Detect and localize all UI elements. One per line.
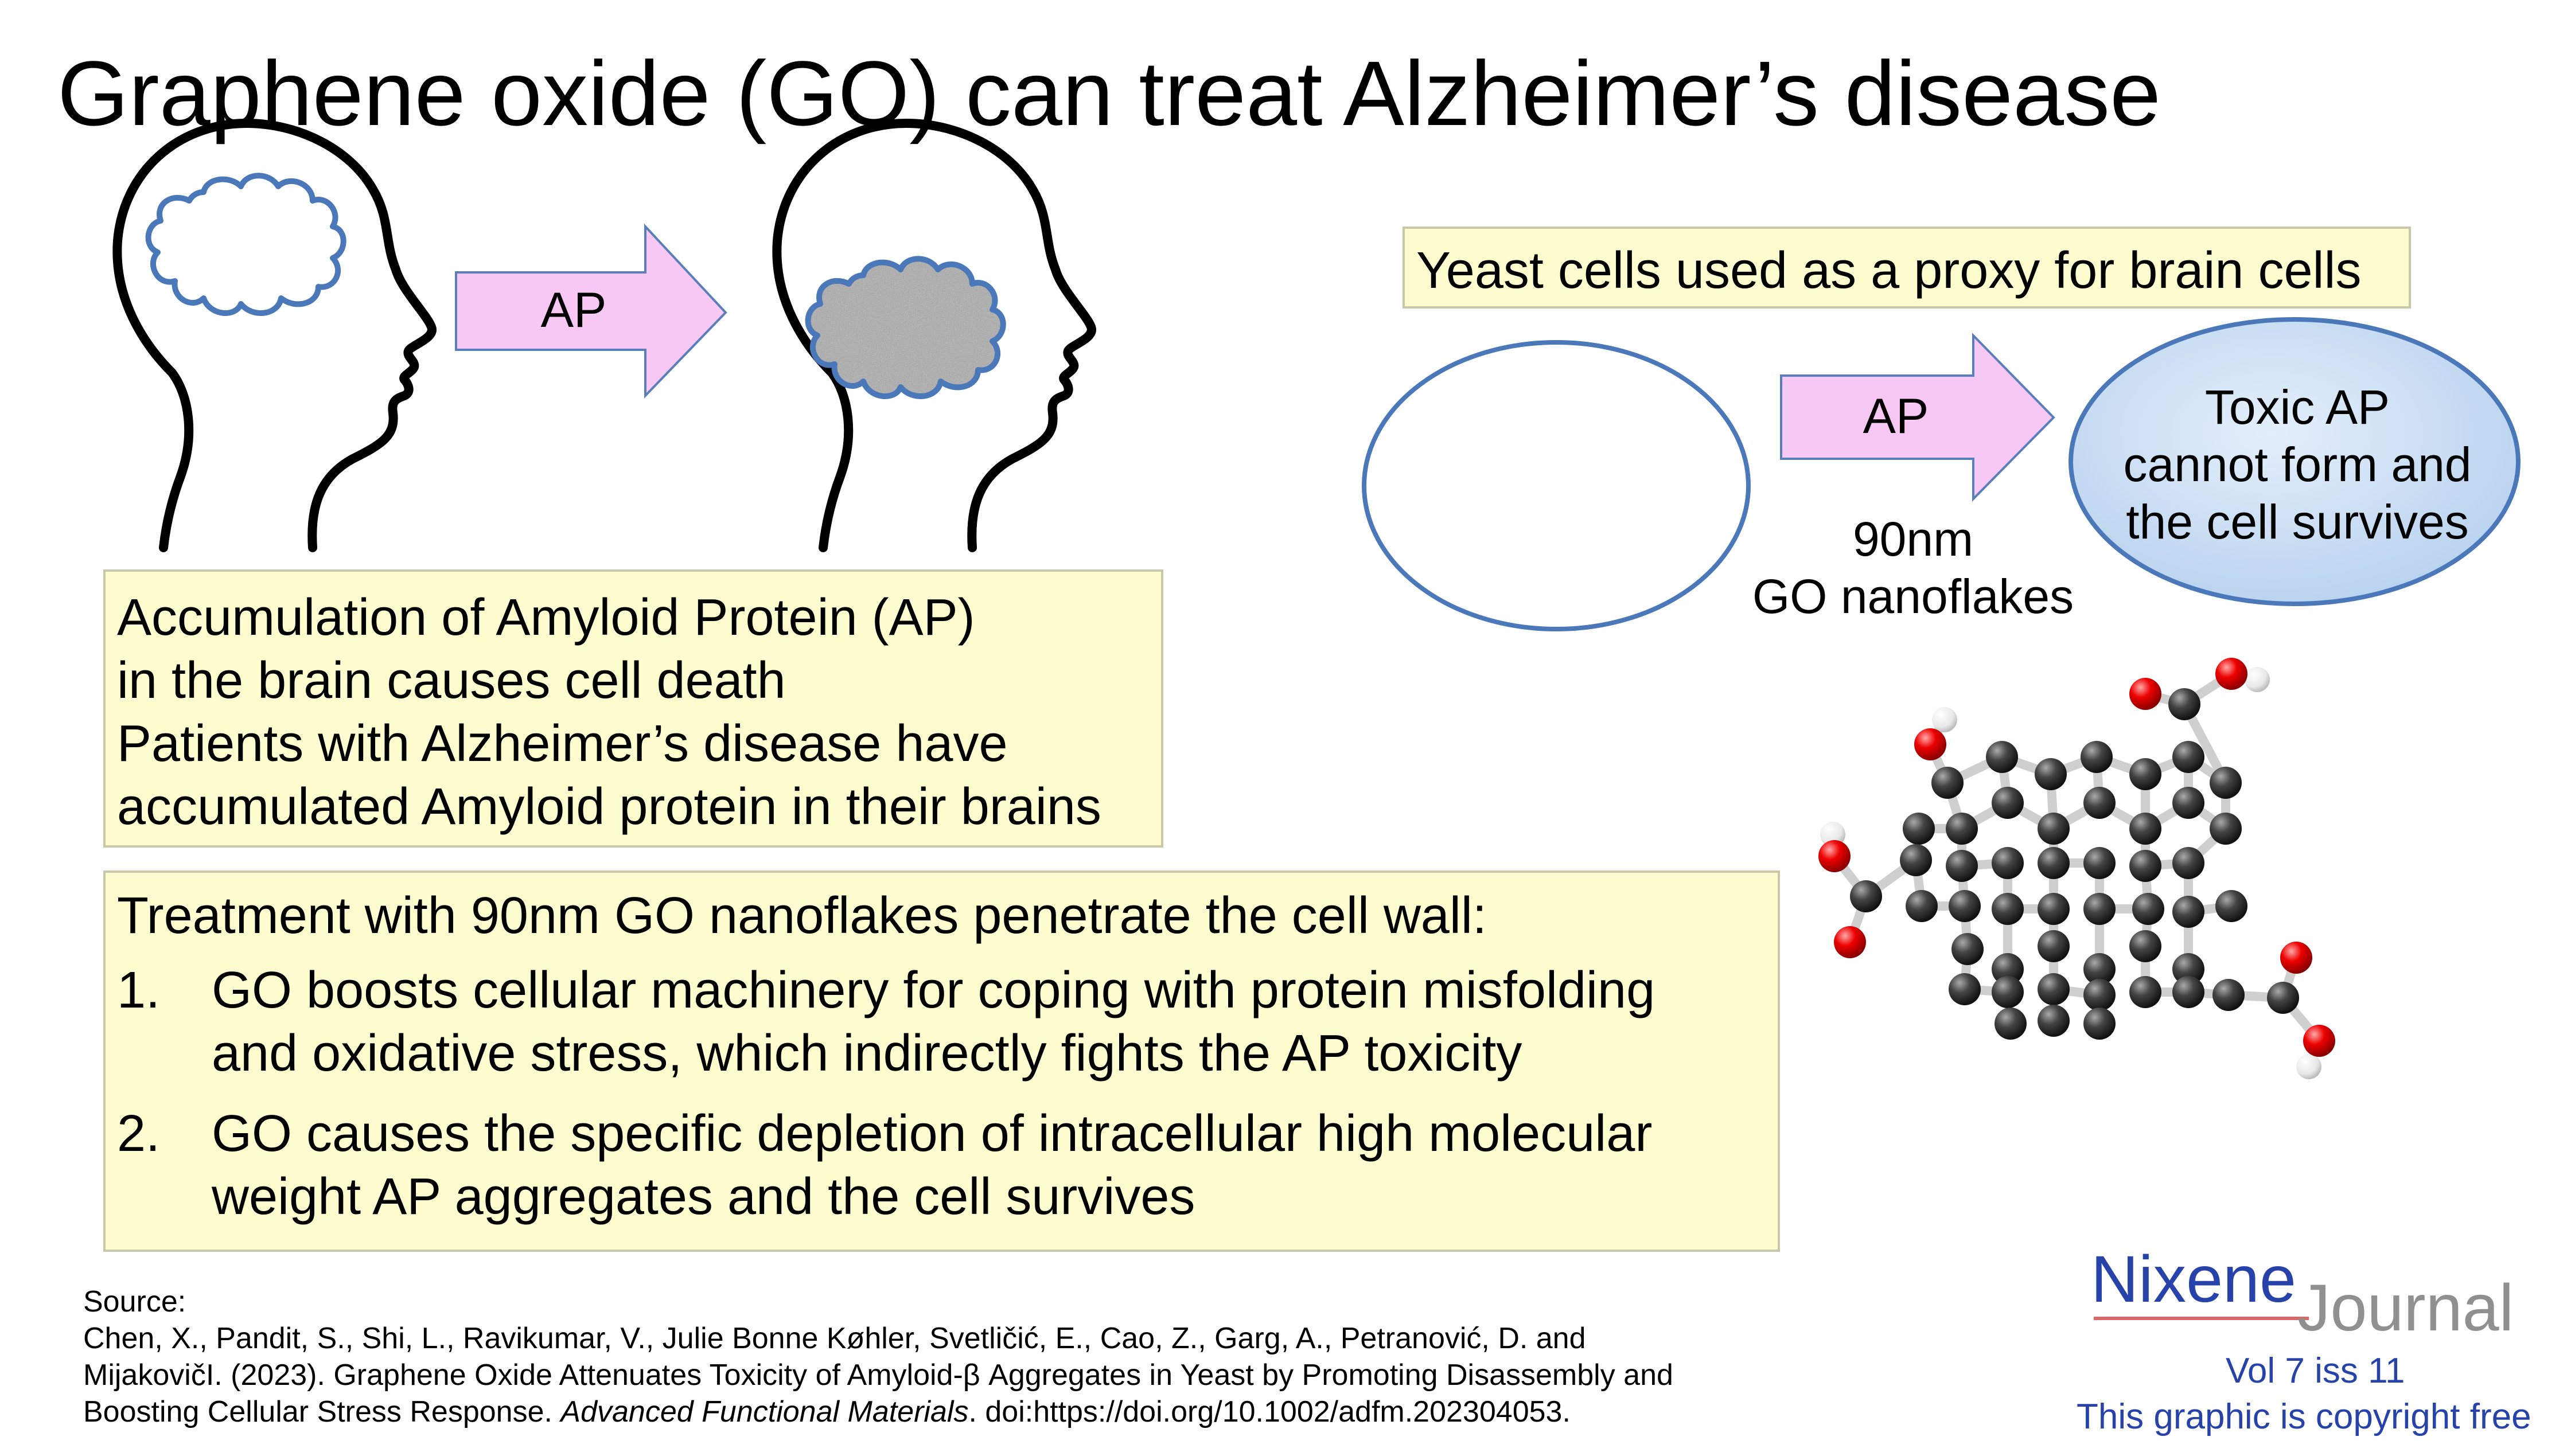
carbon-atom bbox=[2038, 813, 2070, 845]
carbon-atom bbox=[2129, 976, 2161, 1008]
carbon-atom bbox=[2172, 953, 2204, 985]
oxygen-atom bbox=[1914, 728, 1946, 760]
head-healthy-icon bbox=[112, 119, 437, 552]
carbon-atom bbox=[1946, 850, 1978, 882]
brain-arrow-label: AP bbox=[541, 283, 607, 338]
treatment-list: 1. GO boosts cellular machinery for copi… bbox=[117, 959, 1766, 1228]
treatment-box: Treatment with 90nm GO nanoflakes penetr… bbox=[103, 871, 1780, 1252]
brand-logo-journal: Journal bbox=[2297, 1271, 2514, 1345]
carbon-atom bbox=[2132, 893, 2164, 925]
carbon-atom bbox=[2172, 741, 2204, 773]
carbon-atom bbox=[2038, 847, 2070, 879]
carbon-atom bbox=[2129, 930, 2161, 962]
carbon-atom bbox=[1992, 893, 2024, 925]
carbon-atom bbox=[2129, 850, 2161, 882]
carbon-atom bbox=[2083, 893, 2116, 925]
carbon-atom bbox=[1850, 880, 1882, 912]
graphene-oxide-molecule-icon bbox=[1818, 658, 2335, 1079]
carbon-atom bbox=[2267, 982, 2299, 1014]
hydrogen-atom bbox=[2245, 667, 2270, 692]
source-citation: Source: Chen, X., Pandit, S., Shi, L., R… bbox=[83, 1285, 1673, 1428]
hydrogen-atom bbox=[1820, 822, 1845, 847]
carbon-atom bbox=[2215, 890, 2247, 922]
oxygen-atom bbox=[2129, 678, 2161, 710]
carbon-atom bbox=[2210, 767, 2242, 799]
yeast-arrow-label: AP bbox=[1863, 389, 1929, 444]
carbon-atom bbox=[2038, 1005, 2070, 1037]
list-item: 1. GO boosts cellular machinery for copi… bbox=[117, 962, 1655, 1082]
oxygen-atom bbox=[2280, 942, 2312, 974]
hydrogen-atom bbox=[2296, 1054, 2321, 1079]
brand-logo-nixene: Nixene bbox=[2091, 1243, 2296, 1316]
brand-copyright: This graphic is copyright free bbox=[2077, 1397, 2531, 1437]
carbon-atom bbox=[2172, 976, 2204, 1008]
carbon-atom bbox=[2172, 847, 2204, 879]
go-nanoflakes-label: 90nm GO nanoflakes bbox=[1752, 512, 2074, 623]
page-title: Graphene oxide (GO) can treat Alzheimer’… bbox=[57, 42, 2161, 145]
oxygen-atom bbox=[1818, 840, 1851, 872]
oxygen-atom bbox=[2303, 1025, 2335, 1057]
carbon-atom bbox=[2083, 787, 2116, 819]
oxygen-atom bbox=[1834, 926, 1866, 958]
carbon-atom bbox=[1986, 741, 2018, 773]
carbon-atom bbox=[2035, 758, 2067, 790]
oxygen-atom bbox=[2215, 658, 2247, 690]
carbon-atom bbox=[2083, 847, 2116, 879]
carbon-atom bbox=[1949, 890, 1981, 922]
carbon-atom bbox=[1992, 847, 2024, 879]
carbon-atom bbox=[1900, 844, 1932, 876]
carbon-atom bbox=[2210, 813, 2242, 845]
carbon-atom bbox=[2168, 688, 2200, 720]
carbon-atom bbox=[1995, 1008, 2027, 1040]
accumulation-box: Accumulation of Amyloid Protein (AP) in … bbox=[103, 569, 1163, 848]
yeast-proxy-box: Yeast cells used as a proxy for brain ce… bbox=[1403, 227, 2411, 309]
carbon-atom bbox=[2172, 787, 2204, 819]
carbon-atom bbox=[2129, 813, 2161, 845]
carbon-atom bbox=[2129, 758, 2161, 790]
head-diseased-icon bbox=[772, 119, 1096, 552]
carbon-atom bbox=[1992, 953, 2024, 985]
toxic-ap-label: Toxic AP cannot form and the cell surviv… bbox=[2123, 380, 2472, 549]
yeast-cell-icon bbox=[1362, 340, 1751, 631]
list-item: 2. GO causes the specific depletion of i… bbox=[117, 1105, 1653, 1225]
carbon-atom bbox=[1946, 813, 1978, 845]
brain-healthy-icon bbox=[145, 173, 346, 316]
carbon-atom bbox=[2172, 896, 2204, 928]
carbon-atom bbox=[1903, 813, 1935, 845]
carbon-atom bbox=[2038, 893, 2070, 925]
carbon-atom bbox=[2212, 979, 2245, 1011]
brain-amyloid-icon bbox=[805, 256, 1006, 399]
carbon-atom bbox=[2038, 973, 2070, 1005]
yeast-arrow bbox=[1780, 333, 2055, 502]
carbon-atom bbox=[1992, 976, 2024, 1008]
carbon-atom bbox=[1906, 890, 1938, 922]
carbon-atom bbox=[2038, 930, 2070, 962]
brand-volume: Vol 7 iss 11 bbox=[2226, 1351, 2405, 1391]
carbon-atom bbox=[1931, 767, 1964, 799]
brain-arrow bbox=[455, 223, 727, 399]
surviving-cell-icon bbox=[2069, 317, 2521, 606]
carbon-atom bbox=[1951, 933, 1984, 965]
brand-underline bbox=[2094, 1317, 2309, 1320]
carbon-atom bbox=[2083, 979, 2116, 1011]
carbon-atom bbox=[1992, 787, 2024, 819]
carbon-atom bbox=[1949, 973, 1981, 1005]
carbon-atom bbox=[2081, 741, 2113, 773]
treatment-heading: Treatment with 90nm GO nanoflakes penetr… bbox=[117, 887, 1487, 944]
carbon-atom bbox=[2083, 1008, 2116, 1040]
hydrogen-atom bbox=[1932, 707, 1957, 732]
carbon-atom bbox=[2083, 953, 2116, 985]
